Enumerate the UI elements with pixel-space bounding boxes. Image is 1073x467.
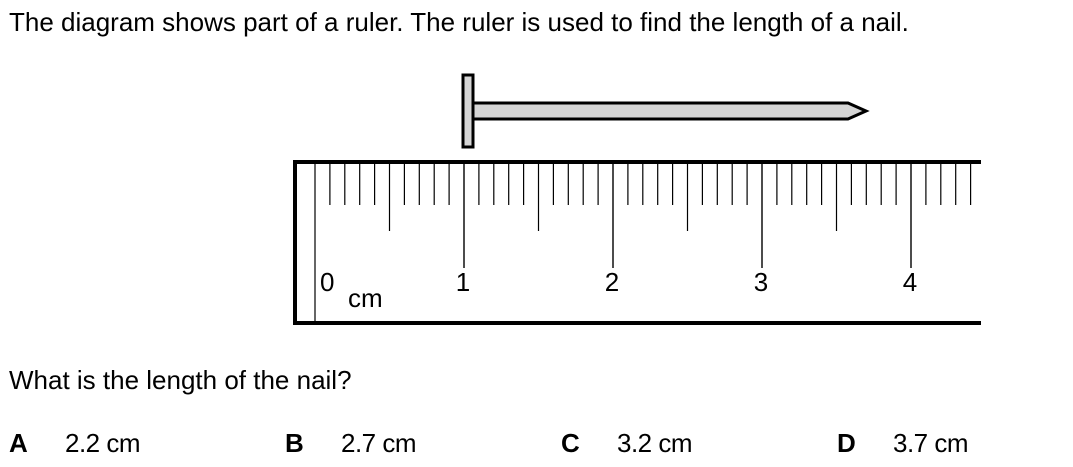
ruler-outline xyxy=(293,160,981,325)
option-c-letter: C xyxy=(561,428,580,458)
ruler: 0 1 2 3 4 cm xyxy=(293,160,981,325)
ruler-label-0: 0 xyxy=(320,267,334,297)
question-text: What is the length of the nail? xyxy=(9,365,352,395)
option-d-value: 3.7 cm xyxy=(893,428,969,458)
ruler-label-2: 2 xyxy=(605,267,619,297)
ruler-label-3: 3 xyxy=(754,267,768,297)
ruler-label-1: 1 xyxy=(456,267,470,297)
ruler-ticks xyxy=(329,164,972,268)
option-b-value: 2.7 cm xyxy=(341,428,417,458)
nail-shaft xyxy=(471,101,870,121)
nail xyxy=(461,73,870,149)
ruler-unit-label: cm xyxy=(348,283,383,313)
option-b-letter: B xyxy=(285,428,304,458)
ruler-label-4: 4 xyxy=(903,267,917,297)
option-c-value: 3.2 cm xyxy=(617,428,693,458)
option-a-value: 2.2 cm xyxy=(65,428,141,458)
option-d-letter: D xyxy=(837,428,856,458)
intro-text: The diagram shows part of a ruler. The r… xyxy=(9,7,909,37)
option-a-letter: A xyxy=(9,428,28,458)
